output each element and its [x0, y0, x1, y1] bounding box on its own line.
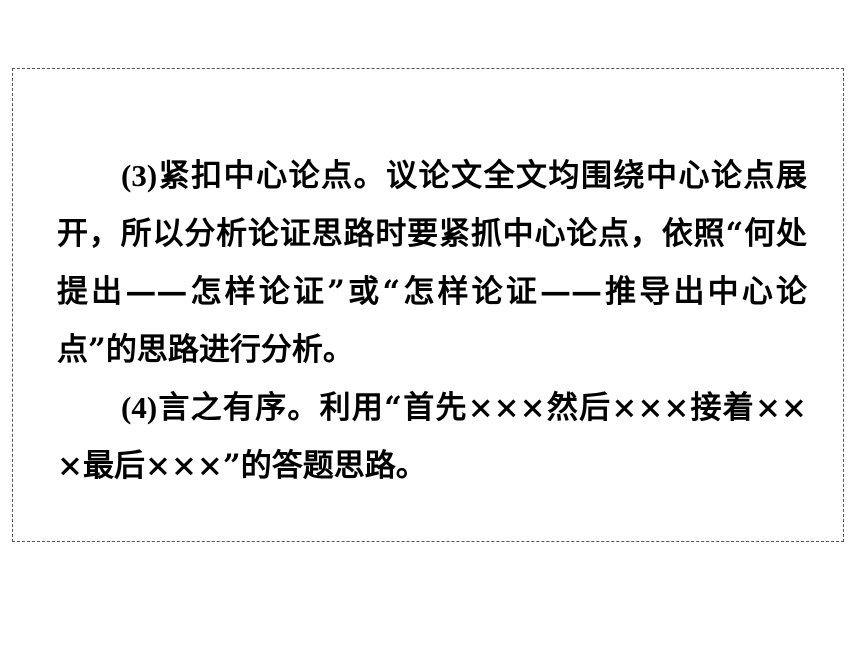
paragraph-4: (4)言之有序。利用“首先×××然后×××接着×××最后×××”的答题思路。 — [57, 379, 807, 495]
paragraph-text: 紧扣中心论点。议论文全文均围绕中心论点展开，所以分析论证思路时要紧抓中心论点，依… — [57, 158, 807, 368]
paragraph-number: (4) — [121, 390, 158, 425]
dashed-content-box — [12, 68, 844, 542]
paragraph-text: 言之有序。利用“首先×××然后×××接着×××最后×××”的答题思路。 — [57, 390, 807, 484]
paragraph-3: (3)紧扣中心论点。议论文全文均围绕中心论点展开，所以分析论证思路时要紧抓中心论… — [57, 147, 807, 379]
paragraph-number: (3) — [121, 158, 158, 193]
